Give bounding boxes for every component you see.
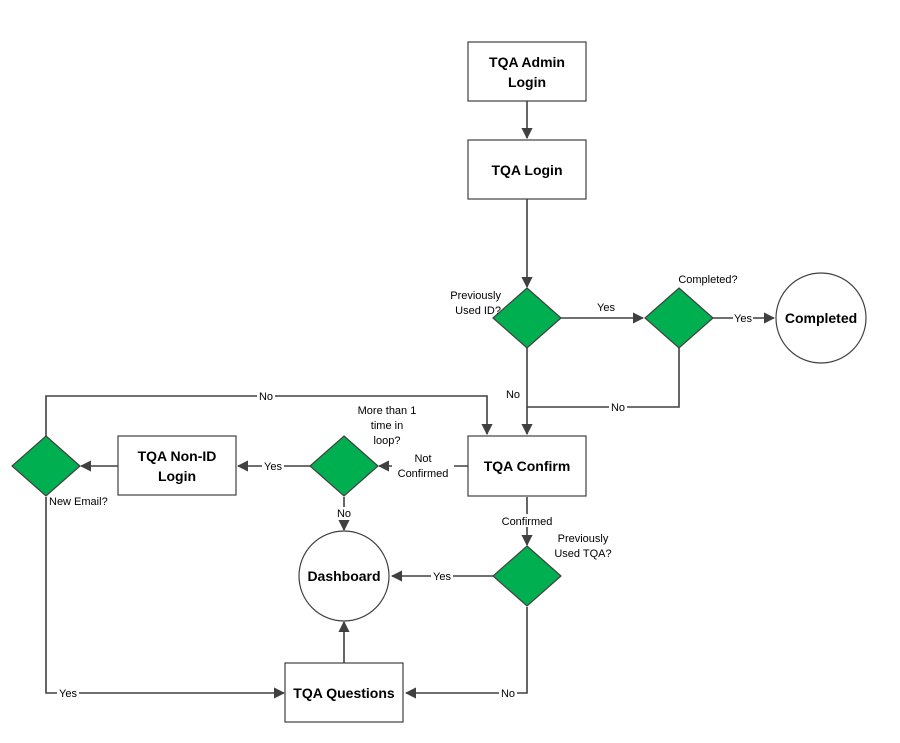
- decision-completed-label: Completed?: [678, 274, 737, 286]
- decision-previously-used-id: [492, 287, 562, 349]
- decision-previously-used-id-line1: Previously: [450, 290, 501, 302]
- decision-previously-used-id-line2: Used ID?: [455, 305, 501, 317]
- edge-label-yes-questions: Yes: [59, 688, 77, 700]
- node-tqa-confirm-label: TQA Confirm: [484, 458, 571, 474]
- edge-label-yes-non-id: Yes: [264, 461, 282, 473]
- decision-previously-used-tqa: [492, 545, 562, 607]
- edge-used-tqa-no: [404, 607, 528, 699]
- edge-label-no-top-loop: No: [259, 391, 273, 403]
- node-tqa-admin-login-line2: Login: [508, 74, 546, 90]
- decision-previously-used-tqa-line1: Previously: [558, 533, 609, 545]
- edge-label-no-completed-q: No: [611, 402, 625, 414]
- decision-more-than-once-line3: loop?: [374, 435, 401, 447]
- edge-label-no-questions: No: [501, 688, 515, 700]
- edge-label-not-confirmed-line1: Not: [414, 453, 431, 465]
- decision-previously-used-tqa-line2: Used TQA?: [554, 548, 611, 560]
- edge-label-no-used-id: No: [506, 389, 520, 401]
- node-tqa-login-label: TQA Login: [491, 162, 562, 178]
- node-completed: Completed: [775, 272, 867, 364]
- edge-completed-no: [527, 348, 680, 408]
- decision-more-than-once: [309, 435, 379, 497]
- node-tqa-confirm: TQA Confirm: [467, 435, 587, 497]
- node-dashboard-label: Dashboard: [307, 568, 380, 584]
- decision-new-email: [11, 435, 81, 497]
- node-tqa-questions-label: TQA Questions: [293, 685, 395, 701]
- decision-new-email-label: New Email?: [49, 496, 108, 508]
- edge-label-yes-completed: Yes: [734, 313, 752, 325]
- node-tqa-login: TQA Login: [467, 139, 587, 200]
- node-tqa-admin-login: TQA Admin Login: [467, 41, 587, 102]
- decision-more-than-once-line2: time in: [371, 420, 403, 432]
- node-tqa-non-id-login-line2: Login: [158, 468, 196, 484]
- edge-label-yes-completed-q: Yes: [597, 302, 615, 314]
- decision-completed: [644, 287, 714, 349]
- edge-new-email-yes: [45, 497, 286, 699]
- node-tqa-non-id-login: TQA Non-ID Login: [117, 435, 237, 496]
- edge-label-confirmed: Confirmed: [502, 516, 553, 528]
- node-completed-label: Completed: [785, 310, 857, 326]
- edge-label-no-dashboard: No: [337, 508, 351, 520]
- node-tqa-questions: TQA Questions: [284, 662, 404, 723]
- edge-label-not-confirmed-line2: Confirmed: [398, 468, 449, 480]
- node-tqa-admin-login-line1: TQA Admin: [489, 54, 565, 70]
- node-tqa-non-id-login-line1: TQA Non-ID: [138, 448, 217, 464]
- edge-label-yes-dashboard: Yes: [433, 571, 451, 583]
- node-dashboard: Dashboard: [298, 530, 390, 622]
- decision-more-than-once-line1: More than 1: [358, 405, 417, 417]
